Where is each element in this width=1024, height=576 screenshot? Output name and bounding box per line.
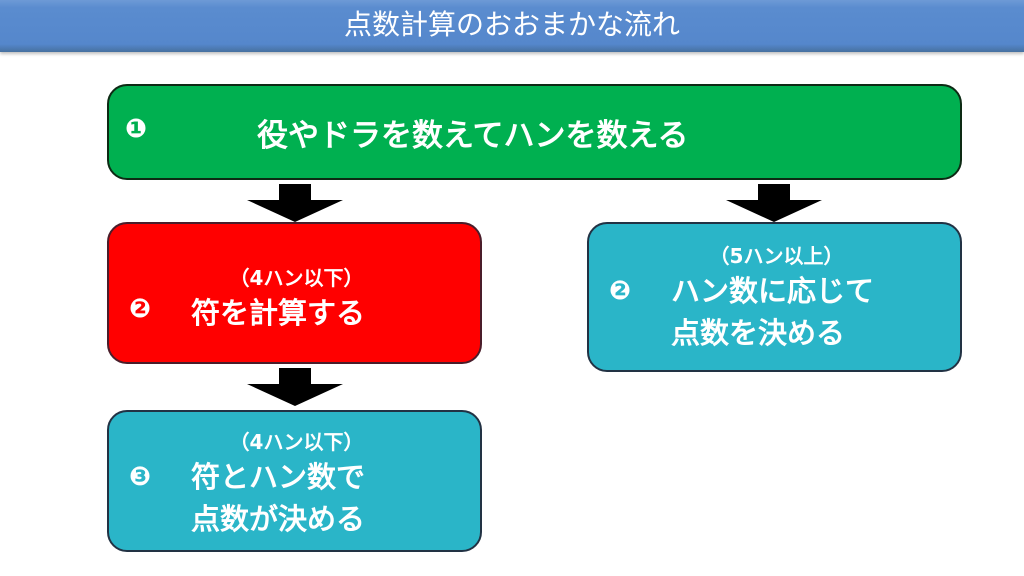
step-1-text: 役やドラを数えてハンを数える <box>257 118 689 154</box>
step-2-fu-condition: （4ハン以下） <box>229 266 364 290</box>
step-1-number: ❶ <box>125 114 148 144</box>
step-3-text: 符とハン数で 点数が決める <box>191 456 365 540</box>
arrow-down-icon <box>247 368 343 406</box>
step-2-han-line-1: ハン数に応じて <box>671 274 875 308</box>
arrow-down-icon <box>247 184 343 222</box>
step-2-fu-box: （4ハン以下） ❷ 符を計算する <box>107 222 482 364</box>
step-2-fu-text: 符を計算する <box>191 296 366 330</box>
arrow-down-icon <box>726 184 822 222</box>
step-2-han-line-2: 点数を決める <box>671 316 846 350</box>
step-2-han-box: （5ハン以上） ❷ ハン数に応じて 点数を決める <box>587 222 962 372</box>
step-1-box: ❶ 役やドラを数えてハンを数える <box>107 84 962 180</box>
step-2-han-number: ❷ <box>609 276 632 306</box>
step-3-condition: （4ハン以下） <box>229 430 364 454</box>
step-3-number: ❸ <box>129 462 152 492</box>
step-3-line-2: 点数が決める <box>191 502 366 536</box>
step-2-han-text: ハン数に応じて 点数を決める <box>671 270 874 354</box>
step-3-line-1: 符とハン数で <box>191 460 366 494</box>
slide-title: 点数計算のおおまかな流れ <box>0 0 1024 52</box>
step-3-box: （4ハン以下） ❸ 符とハン数で 点数が決める <box>107 410 482 552</box>
step-2-fu-number: ❷ <box>129 294 152 324</box>
step-2-han-condition: （5ハン以上） <box>709 244 844 268</box>
